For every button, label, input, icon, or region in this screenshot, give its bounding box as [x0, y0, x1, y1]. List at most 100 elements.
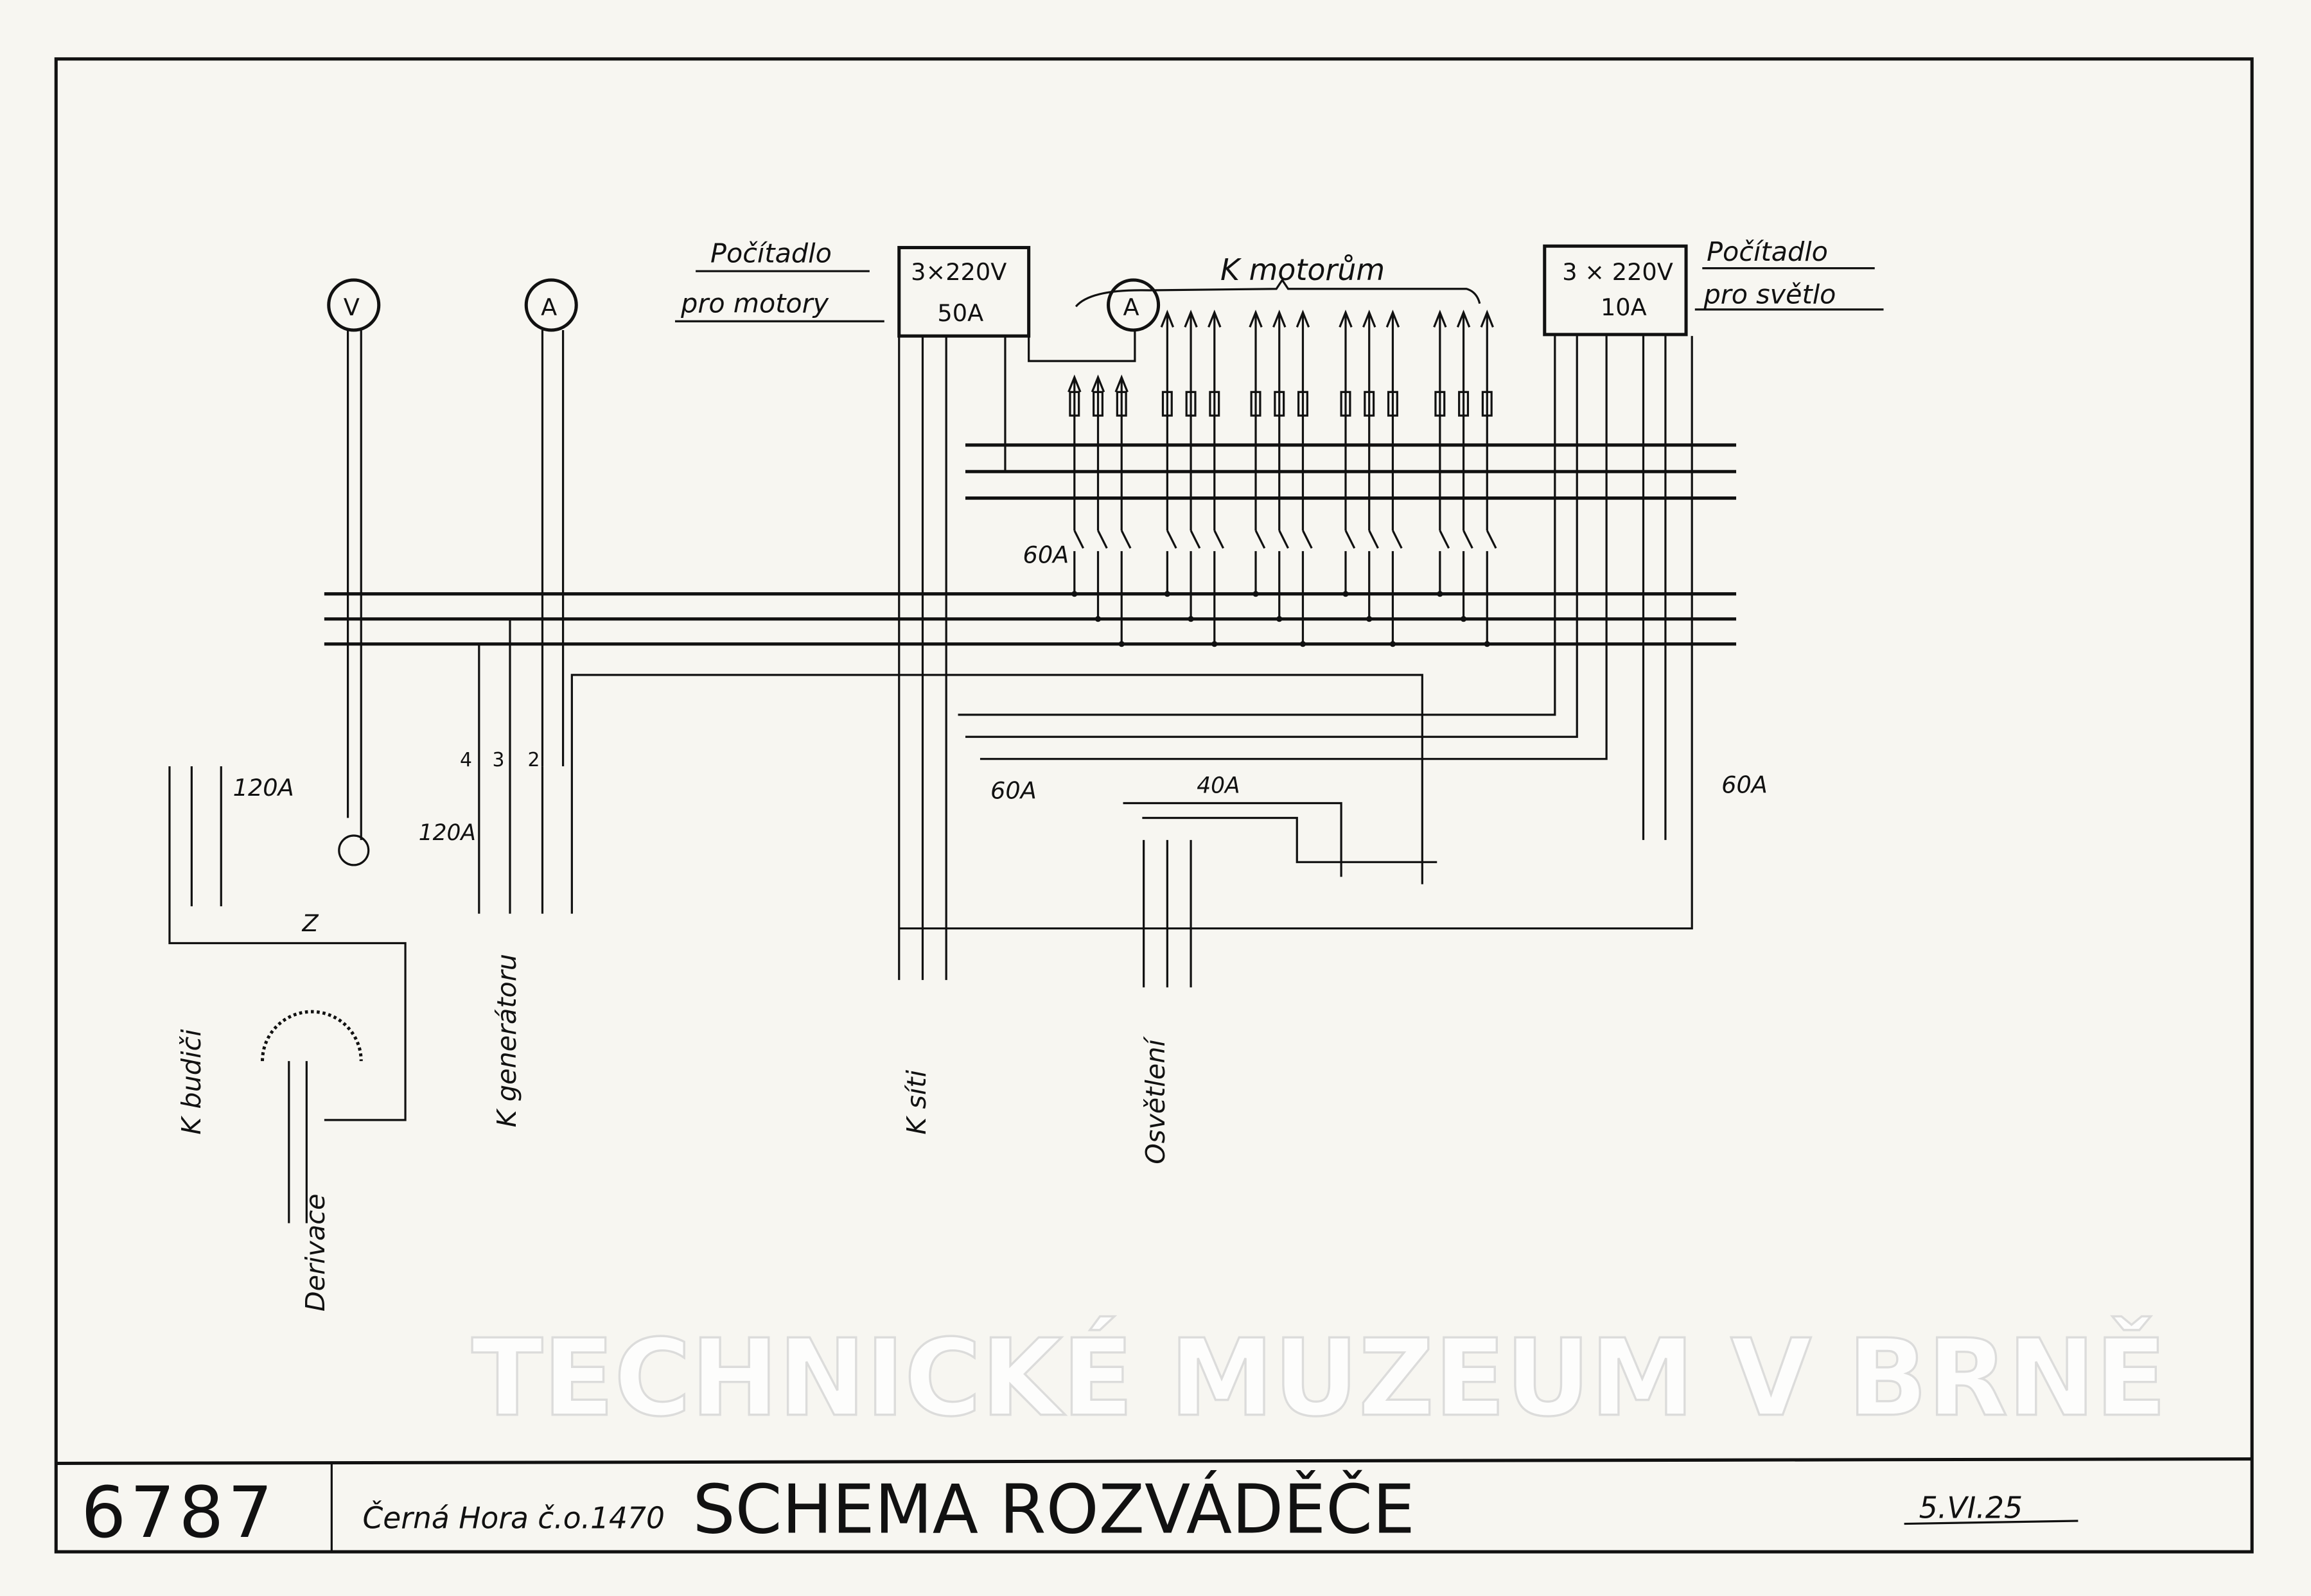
- arrow-icon: [1249, 310, 1263, 328]
- arrow-icon: [1339, 310, 1353, 328]
- arrow-icon: [1184, 310, 1198, 328]
- junction-dot: [1460, 616, 1467, 622]
- fuse: [1364, 390, 1375, 417]
- svg-text:pro světlo: pro světlo: [1703, 279, 1836, 310]
- drawing-title: SCHEMA ROZVÁDĚČE: [693, 1469, 1415, 1548]
- svg-text:3 × 220V: 3 × 220V: [1562, 258, 1673, 286]
- arrow-icon: [1296, 310, 1310, 328]
- to-exciter-label: K budiči: [176, 1029, 207, 1135]
- junction-dot: [1437, 591, 1443, 597]
- switch-contact: [1254, 530, 1266, 549]
- arrow-icon: [1480, 310, 1494, 328]
- drawing-frame: [54, 57, 2254, 1554]
- fuse: [1185, 390, 1197, 417]
- motor-switch-rating: 60A: [1023, 541, 1069, 569]
- fuse: [1093, 390, 1104, 417]
- switch-contact: [1463, 530, 1473, 549]
- svg-text:Počítadlo: Počítadlo: [710, 238, 832, 268]
- junction-dot: [1071, 591, 1078, 597]
- switch-contact: [1302, 530, 1313, 549]
- exciter-switch-rating: 120A: [233, 774, 294, 802]
- junction-dot: [1094, 616, 1102, 622]
- arrow-icon: [1385, 310, 1400, 328]
- switch-contact: [1097, 530, 1108, 549]
- junction-dot: [1366, 616, 1373, 622]
- drawing-date: 5.VI.25: [1919, 1490, 2023, 1525]
- junction-dot: [1276, 616, 1283, 622]
- svg-text:A: A: [541, 294, 557, 321]
- switch-contact: [1344, 530, 1356, 549]
- svg-text:Počítadlo: Počítadlo: [1707, 236, 1828, 267]
- svg-text:50A: 50A: [937, 299, 983, 327]
- ground-label: Z: [301, 909, 319, 937]
- fuse: [1250, 390, 1261, 417]
- fuse: [1274, 390, 1285, 417]
- main-busbars: [324, 443, 1737, 914]
- switch-contact: [1120, 530, 1132, 549]
- junction-dot: [1342, 591, 1349, 597]
- junction-dot: [1118, 641, 1125, 647]
- fuse: [1161, 390, 1173, 417]
- switch-contact: [1213, 530, 1224, 549]
- switch-contact: [1439, 530, 1450, 549]
- svg-text:A: A: [1123, 294, 1139, 321]
- lighting-switch-rating: 40A: [1197, 773, 1240, 798]
- motor-ammeter: A: [1107, 278, 1161, 332]
- to-grid-label: K síti: [901, 1069, 932, 1134]
- switch-contact: [1278, 530, 1289, 549]
- fuse: [1297, 390, 1308, 417]
- arrow-icon: [1272, 310, 1287, 328]
- light-out-switch-rating: 60A: [1721, 771, 1768, 798]
- voltmeter: V: [327, 278, 381, 840]
- switch-contact: [1073, 530, 1085, 549]
- fuse: [1340, 390, 1351, 417]
- junction-dot: [1211, 641, 1218, 647]
- watermark: TECHNICKÉ MUZEUM V BRNĚ: [471, 1316, 2166, 1440]
- arrow-icon: [1433, 310, 1447, 328]
- junction-dot: [1164, 591, 1170, 597]
- junction-dot: [1188, 616, 1194, 622]
- arrow-icon: [1456, 310, 1471, 328]
- to-generator-label: K generátoru: [491, 954, 522, 1127]
- svg-text:V: V: [344, 294, 360, 321]
- selector-rating: 120A: [419, 820, 476, 846]
- arrow-icon: [1091, 374, 1105, 392]
- fuse: [1209, 390, 1220, 417]
- junction-dot: [1389, 641, 1396, 647]
- fuse: [1069, 390, 1080, 417]
- counter-light: 3 × 220V 10A Počítadlo pro světlo: [1543, 236, 1884, 337]
- lighting-label: Osvětlení: [1140, 1036, 1171, 1164]
- switch-contact: [1166, 530, 1177, 549]
- junction-dot: [1484, 641, 1490, 647]
- arrow-icon: [1068, 374, 1082, 392]
- grid-switch-rating: 60A: [990, 777, 1037, 805]
- arrow-icon: [1160, 310, 1175, 328]
- switch-contact: [1190, 530, 1201, 549]
- svg-text:3×220V: 3×220V: [911, 258, 1006, 286]
- svg-text:pro motory: pro motory: [680, 288, 829, 319]
- junction-dot: [1252, 591, 1259, 597]
- arrow-icon: [1114, 374, 1129, 392]
- grid-feeder: 60A 60A 40A: [898, 329, 1768, 988]
- exciter-circuit: 120A 120A Z: [168, 766, 476, 1223]
- switch-contact: [1368, 530, 1379, 549]
- location-label: Černá Hora č.o.1470: [363, 1500, 665, 1535]
- ammeter: A: [524, 278, 578, 767]
- fuse: [1458, 390, 1470, 417]
- arrow-icon: [1362, 310, 1376, 328]
- motor-branches: [1068, 310, 1497, 647]
- to-motors-label: K motorům: [1220, 252, 1385, 287]
- switch-contact: [1486, 530, 1497, 549]
- svg-text:3: 3: [492, 749, 504, 771]
- svg-text:4: 4: [460, 749, 472, 771]
- shunt-label: Derivace: [300, 1194, 331, 1312]
- fuse: [1481, 390, 1493, 417]
- fuse: [1387, 390, 1398, 417]
- generator-circuit: 4 3 2: [460, 618, 544, 914]
- arrow-icon: [1208, 310, 1222, 328]
- junction-dot: [1299, 641, 1306, 647]
- fuse: [1434, 390, 1446, 417]
- fuse: [1116, 390, 1127, 417]
- switch-contact: [1391, 530, 1403, 549]
